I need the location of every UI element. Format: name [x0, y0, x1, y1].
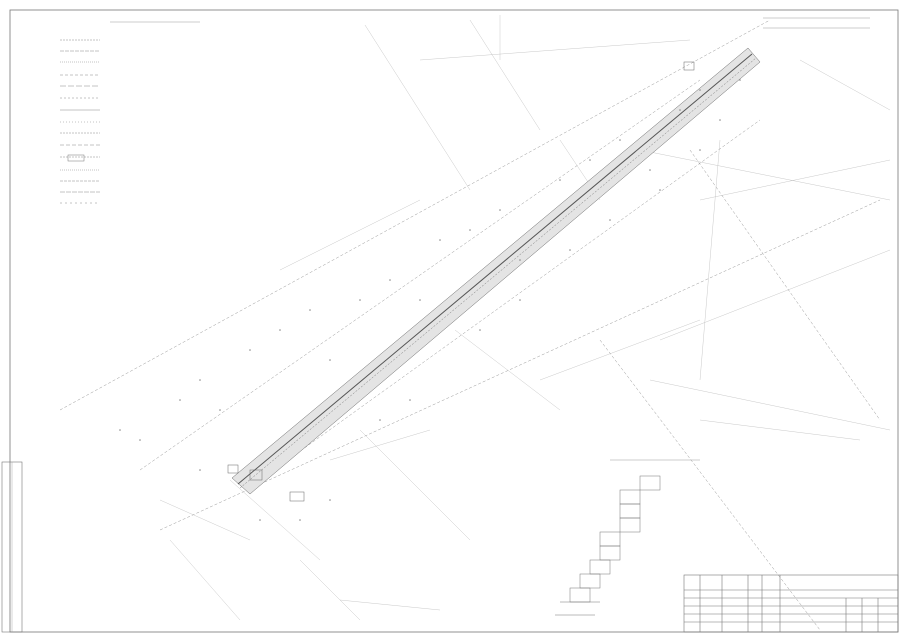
sheet-frame	[9, 9, 899, 633]
survey-points	[119, 79, 741, 521]
route-corridor	[231, 47, 761, 495]
top-right-note	[763, 17, 870, 29]
settlement-blocks	[227, 61, 695, 502]
diagonal-boundaries	[59, 19, 881, 631]
match-scheme	[555, 459, 700, 616]
title-block	[683, 574, 899, 633]
legend-block	[60, 21, 200, 204]
parcel-lines	[159, 15, 891, 621]
